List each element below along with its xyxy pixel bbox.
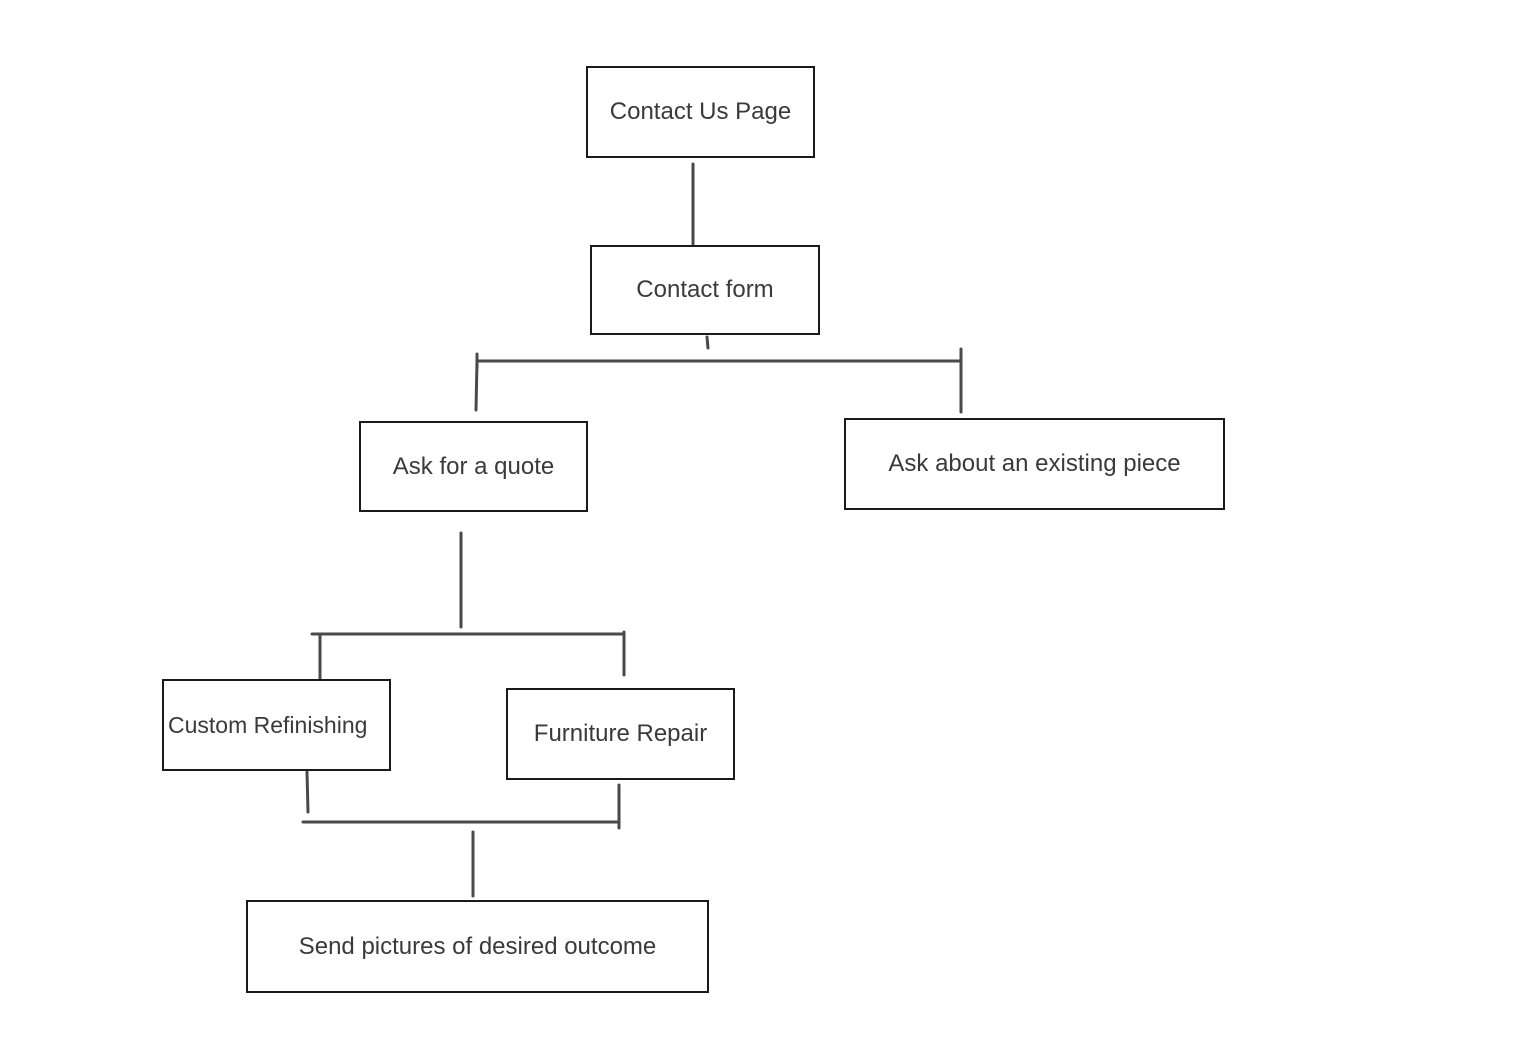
node-label: Ask for a quote	[392, 452, 555, 480]
node-ask-existing-piece: Ask about an existing piece	[844, 418, 1225, 510]
node-contact-us-page: Contact Us Page	[586, 66, 815, 158]
node-contact-form: Contact form	[590, 245, 820, 335]
node-label: Custom Refinishing	[168, 711, 368, 738]
node-send-pictures: Send pictures of desired outcome	[246, 900, 709, 993]
node-ask-for-quote: Ask for a quote	[359, 421, 588, 512]
node-label: Ask about an existing piece	[888, 450, 1181, 477]
node-label: Send pictures of desired outcome	[298, 932, 657, 960]
node-custom-refinishing: Custom Refinishing	[162, 679, 391, 771]
connector-refinishing-down	[305, 770, 310, 814]
node-label: Furniture Repair	[533, 720, 708, 747]
connector-to-quote	[474, 359, 479, 412]
node-label: Contact Us Page	[609, 98, 792, 125]
node-label: Contact form	[636, 276, 774, 303]
node-furniture-repair: Furniture Repair	[506, 688, 735, 780]
connector-form-stub	[705, 335, 710, 350]
